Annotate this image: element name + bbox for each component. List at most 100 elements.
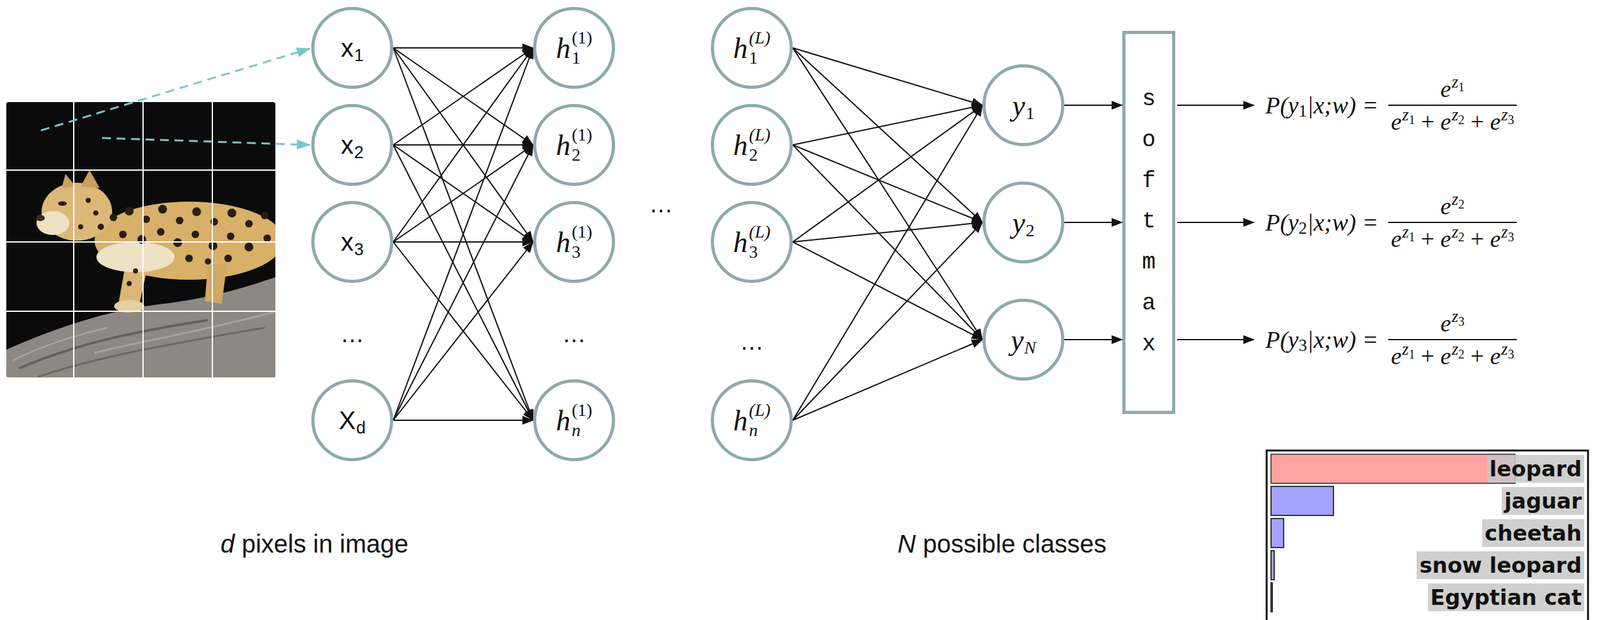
index-stack: (L)2: [748, 124, 771, 166]
math-text: z: [1402, 222, 1409, 242]
math-text: 3: [1507, 230, 1515, 244]
circle-outline: [535, 8, 614, 88]
numerator: ez3: [1438, 309, 1468, 338]
output-index: 2: [1025, 220, 1035, 241]
circle-outline: [712, 381, 792, 461]
layer-index: (L): [748, 124, 771, 145]
math-text: P(y: [1265, 91, 1299, 120]
hidden-unit-name: h: [555, 31, 571, 65]
exponent: z1: [1402, 339, 1415, 360]
weight-connection: [1064, 104, 1123, 106]
neuron-circle: h(L)2: [710, 103, 793, 186]
math-text: 3: [1507, 112, 1515, 127]
weight-connection: [792, 144, 983, 223]
layer-index: (L): [748, 400, 771, 421]
weight-connection: [792, 47, 983, 340]
leopard-photo: [6, 102, 276, 378]
math-text: e: [1440, 309, 1452, 338]
node-label: h(L)3: [732, 221, 771, 263]
unit-index: 2: [571, 144, 581, 166]
weight-connection: [792, 241, 983, 340]
math-text: z: [1451, 306, 1459, 326]
exponent: z1: [1402, 105, 1415, 125]
weight-connection: [792, 222, 983, 242]
index-stack: (1)n: [571, 400, 593, 441]
math-text: 3: [1458, 314, 1465, 329]
softmax-formula: P(y2|x;w) =ez2ez1+ez2+ez3: [1265, 192, 1517, 253]
index-stack: (L)1: [748, 27, 771, 69]
output-index: N: [1024, 337, 1036, 358]
math-text: z: [1451, 222, 1459, 242]
circle-outline: [984, 183, 1064, 263]
ellipsis: …: [340, 320, 365, 348]
hidden-unit-name: h: [555, 225, 571, 259]
math-text: z: [1501, 339, 1508, 359]
unit-index: 1: [748, 47, 758, 69]
node-label: y2: [1012, 206, 1035, 240]
neuron-circle: y2: [982, 181, 1065, 264]
circle-outline: [984, 66, 1064, 145]
circle-outline: [313, 381, 392, 461]
weight-connection: [393, 47, 534, 421]
ellipsis: …: [739, 328, 764, 355]
circle-outline: [712, 202, 792, 282]
node-label: h(L)1: [732, 27, 771, 69]
ellipsis-holder: …: [739, 328, 764, 356]
hidden-unit-name: h: [732, 31, 748, 65]
fraction: ez3ez1+ez2+ez3: [1388, 309, 1517, 370]
ellipsis-holder: …: [340, 320, 365, 348]
math-text: z: [1451, 105, 1459, 125]
math-text: 3: [1507, 347, 1515, 362]
math-text: z: [1402, 339, 1409, 359]
numerator: ez2: [1438, 192, 1468, 220]
exponent: z2: [1451, 222, 1465, 242]
math-text: 1: [1298, 101, 1307, 121]
variable-name: x: [340, 131, 354, 160]
weight-connection: [393, 241, 534, 243]
softmax-label: softmax: [1137, 79, 1161, 366]
circle-outline: [535, 381, 614, 461]
weight-connection: [792, 105, 983, 421]
circle-outline: [712, 105, 792, 185]
ellipsis: …: [562, 320, 587, 348]
softmax-box: softmax: [1122, 30, 1176, 415]
neuron-circle: h(L)3: [710, 201, 793, 283]
math-text: e: [1489, 107, 1501, 136]
math-text: e: [1440, 74, 1452, 103]
neuron-circle: y1: [982, 64, 1065, 147]
math-text: P(y: [1265, 208, 1299, 237]
node-label: y1: [1012, 88, 1035, 123]
math-text: 1: [1408, 112, 1415, 127]
weight-connection: [1064, 339, 1123, 341]
denominator: ez1+ez2+ez3: [1388, 107, 1517, 136]
neuron-circle: yN: [982, 298, 1065, 381]
layer-index: (1): [571, 124, 593, 145]
index-stack: (L)n: [748, 400, 771, 441]
axis-caption: dpixels in image: [220, 529, 409, 559]
exponent: z2: [1451, 189, 1465, 210]
weight-connection: [393, 47, 534, 145]
class-label: Egyptian cat: [1427, 583, 1585, 612]
math-text: 2: [1458, 197, 1465, 212]
pixel-pointer: [40, 48, 311, 131]
math-text: z: [1451, 339, 1459, 359]
math-text: z: [1402, 105, 1409, 125]
index-stack: (1)2: [571, 124, 593, 166]
neuron-circle: x1: [311, 6, 394, 89]
math-text: +: [1470, 342, 1484, 370]
variable-index: d: [356, 418, 366, 438]
hidden-unit-name: h: [732, 128, 748, 162]
node-label: h(1)n: [555, 400, 593, 441]
exponent: z2: [1451, 339, 1465, 360]
node-label: h(1)3: [555, 221, 593, 263]
node-label: yN: [1010, 323, 1036, 357]
hidden-unit-name: h: [555, 128, 571, 162]
probability-bar-chart: [1266, 450, 1589, 620]
weight-connection: [792, 339, 983, 421]
caption-symbol: d: [220, 529, 235, 559]
weight-connection: [393, 144, 534, 242]
denominator: ez1+ez2+ez3: [1388, 224, 1517, 253]
math-text: +: [1470, 224, 1484, 253]
softmax-output-arrows: [1177, 105, 1255, 340]
weight-connection: [393, 47, 534, 242]
